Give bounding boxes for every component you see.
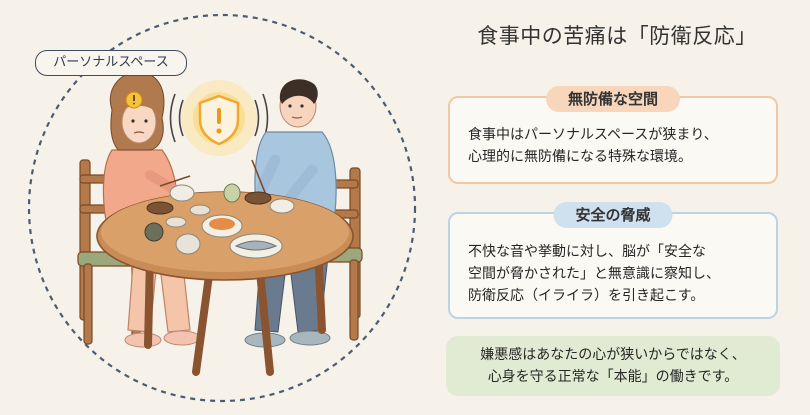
card-heading: 無防備な空間 — [545, 86, 681, 112]
note-line: 嫌悪感はあなたの心が狭いからではなく、 — [480, 347, 746, 363]
card-body-line: 防衛反応（イライラ）を引き起こす。 — [468, 288, 705, 304]
safety-threat-card: 安全の脅威 不快な音や挙動に対し、脳が「安全な 空間が脅かされた」と無意識に察知… — [448, 202, 778, 319]
personal-space-circle — [27, 13, 417, 403]
summary-note: 嫌悪感はあなたの心が狭いからではなく、 心身を守る正常な「本能」の働きです。 — [446, 336, 780, 396]
card-body: 食事中はパーソナルスペースが狭まり、 心理的に無防備になる特殊な環境。 — [468, 124, 764, 168]
personal-space-label: パーソナルスペース — [35, 50, 187, 76]
card-heading: 安全の脅威 — [553, 202, 673, 228]
dining-table — [96, 183, 354, 376]
card-body: 不快な音や挙動に対し、脳が「安全な 空間が脅かされた」と無意識に察知し、 防衛反… — [468, 241, 764, 307]
warning-shield-icon — [169, 80, 269, 156]
page-title: 食事中の苦痛は「防衛反応」 — [477, 24, 757, 48]
defenseless-space-card: 無防備な空間 食事中はパーソナルスペースが狭まり、 心理的に無防備になる特殊な環… — [448, 86, 778, 184]
card-body-line: 食事中はパーソナルスペースが狭まり、 — [468, 127, 718, 143]
dining-illustration — [27, 13, 417, 403]
card-body-line: 空間が脅かされた」と無意識に察知し、 — [468, 266, 720, 282]
card-body-line: 不快な音や挙動に対し、脳が「安全な — [468, 244, 706, 260]
card-body-line: 心理的に無防備になる特殊な環境。 — [468, 149, 692, 165]
note-line: 心身を守る正常な「本能」の働きです。 — [487, 369, 739, 385]
